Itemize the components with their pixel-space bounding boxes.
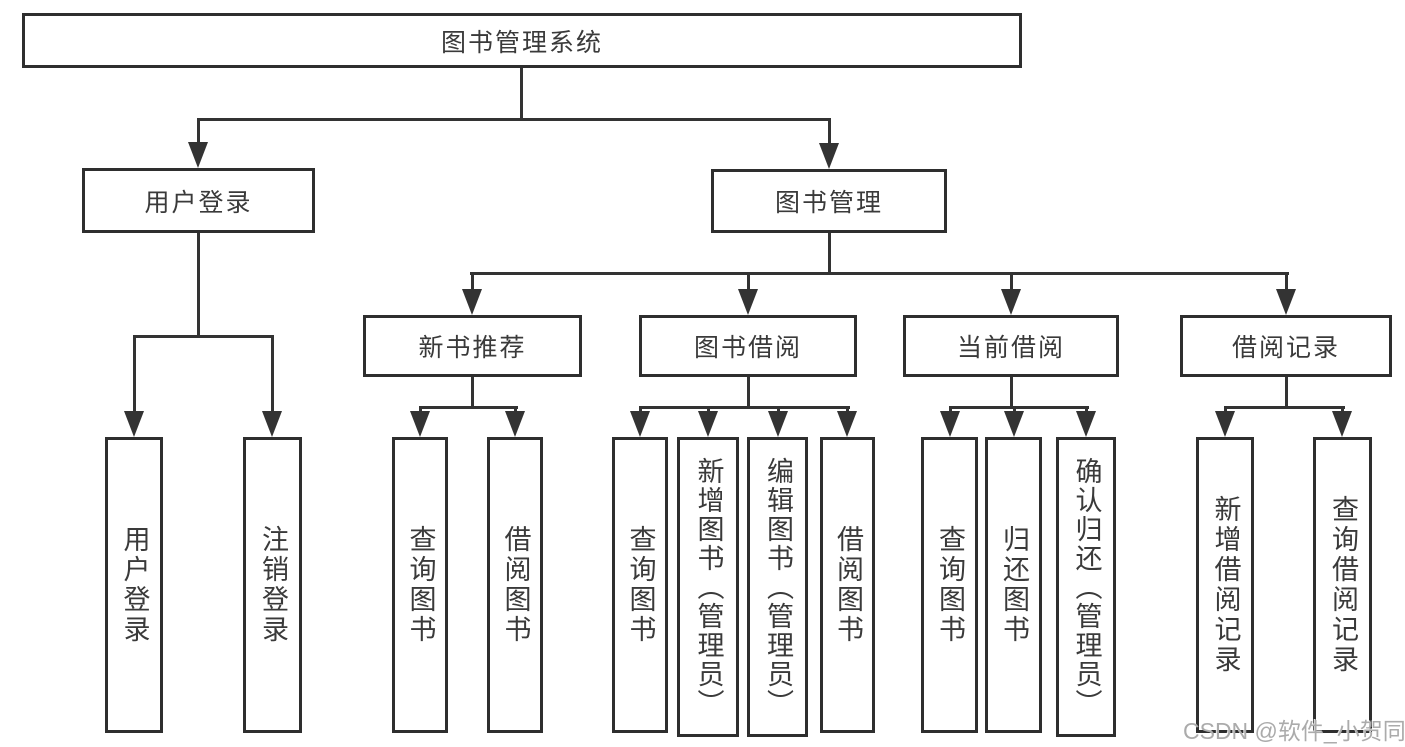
leaf-borrow-books-borrow: 借阅图书 (820, 437, 875, 733)
connector-hline (1224, 406, 1345, 409)
leaf-label: 确认归还（管理员） (1071, 456, 1102, 718)
leaf-logout: 注销登录 (243, 437, 302, 733)
arrow-down-icon (262, 411, 282, 437)
connector-vline (949, 406, 952, 414)
connector-vline (747, 272, 750, 292)
arrow-down-icon (940, 411, 960, 437)
connector-vline (639, 406, 642, 414)
arrow-down-icon (1332, 411, 1352, 437)
connector-hline (133, 335, 274, 338)
leaf-label: 查询借阅记录 (1328, 495, 1358, 675)
connector-vline (1285, 377, 1288, 409)
node-book-mgmt: 图书管理 (711, 169, 947, 233)
watermark: CSDN @软件_小贺同学 (1183, 718, 1405, 744)
connector-vline (471, 272, 474, 292)
leaf-add-books-admin: 新增图书（管理员） (677, 437, 739, 737)
arrow-down-icon (837, 411, 857, 437)
connector-vline (1224, 406, 1227, 414)
leaf-confirm-return-admin: 确认归还（管理员） (1056, 437, 1116, 737)
node-new-books: 新书推荐 (363, 315, 582, 377)
connector-vline (846, 406, 849, 414)
node-borrow-records: 借阅记录 (1180, 315, 1392, 377)
connector-vline (1285, 272, 1288, 292)
node-book-borrow: 图书借阅 (639, 315, 857, 377)
connector-vline (828, 118, 831, 145)
connector-hline (470, 272, 1289, 275)
connector-vline (514, 406, 517, 414)
arrow-down-icon (1001, 289, 1021, 315)
leaf-label: 注销登录 (258, 525, 288, 645)
connector-vline (1010, 272, 1013, 292)
node-user-login: 用户登录 (82, 168, 315, 233)
connector-hline (949, 406, 1089, 409)
connector-vline (197, 233, 200, 335)
connector-vline (471, 377, 474, 409)
node-user-login-label: 用户登录 (144, 188, 253, 217)
leaf-label: 新增借阅记录 (1210, 495, 1241, 675)
connector-vline (777, 406, 780, 414)
arrow-down-icon (188, 142, 208, 168)
node-book-mgmt-label: 图书管理 (774, 189, 883, 217)
arrow-down-icon (462, 289, 482, 315)
leaf-label: 查询图书 (405, 525, 436, 645)
arrow-down-icon (1215, 411, 1235, 437)
leaf-query-books-current: 查询图书 (921, 437, 978, 733)
arrow-down-icon (819, 143, 839, 169)
arrow-down-icon (1276, 289, 1296, 315)
connector-vline (1085, 406, 1088, 414)
arrow-down-icon (738, 289, 758, 315)
connector-hline (419, 406, 518, 409)
connector-vline (1013, 406, 1016, 414)
arrow-down-icon (410, 411, 430, 437)
connector-vline (1010, 377, 1013, 409)
node-borrow-records-label: 借阅记录 (1231, 334, 1340, 362)
leaf-query-books-borrow: 查询图书 (612, 437, 668, 733)
connector-vline (747, 377, 750, 409)
node-current-borrow: 当前借阅 (903, 315, 1119, 377)
connector-hline (197, 118, 831, 121)
leaf-label: 归还图书 (999, 525, 1029, 645)
arrow-down-icon (124, 411, 144, 437)
leaf-return-books: 归还图书 (985, 437, 1042, 733)
connector-vline (271, 335, 274, 413)
node-root-label: 图书管理系统 (440, 28, 603, 57)
leaf-label: 编辑图书（管理员） (763, 456, 793, 718)
connector-vline (133, 335, 136, 413)
node-book-borrow-label: 图书借阅 (693, 334, 802, 362)
leaf-edit-books-admin: 编辑图书（管理员） (747, 437, 808, 737)
connector-vline (707, 406, 710, 414)
arrow-down-icon (1076, 411, 1096, 437)
arrow-down-icon (1004, 411, 1024, 437)
connector-hline (639, 406, 850, 409)
leaf-label: 查询图书 (935, 525, 965, 645)
connector-vline (1341, 406, 1344, 414)
leaf-add-borrow-record: 新增借阅记录 (1196, 437, 1254, 733)
connector-vline (520, 68, 523, 118)
node-current-borrow-label: 当前借阅 (956, 334, 1065, 362)
leaf-label: 新增图书（管理员） (693, 456, 724, 718)
arrow-down-icon (698, 411, 718, 437)
leaf-label: 借阅图书 (500, 525, 531, 645)
leaf-label: 借阅图书 (833, 525, 863, 645)
arrow-down-icon (505, 411, 525, 437)
arrow-down-icon (630, 411, 650, 437)
connector-vline (197, 118, 200, 144)
connector-vline (828, 233, 831, 272)
leaf-query-books-newbooks: 查询图书 (392, 437, 448, 733)
leaf-borrow-books-newbooks: 借阅图书 (487, 437, 543, 733)
leaf-user-login: 用户登录 (105, 437, 163, 733)
node-new-books-label: 新书推荐 (418, 334, 527, 362)
node-root: 图书管理系统 (22, 13, 1022, 68)
connector-vline (419, 406, 422, 414)
leaf-query-borrow-record: 查询借阅记录 (1313, 437, 1372, 733)
leaf-label: 用户登录 (119, 525, 150, 645)
arrow-down-icon (768, 411, 788, 437)
leaf-label: 查询图书 (625, 525, 656, 645)
